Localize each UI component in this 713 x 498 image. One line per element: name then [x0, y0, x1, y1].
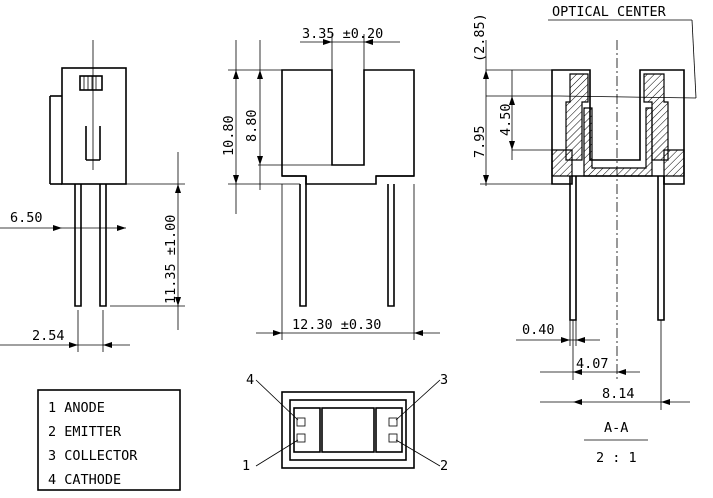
- dim-total-height: 10.80: [221, 115, 237, 156]
- front-view: 3.35 ±0.20 10.80 8.80 12.30 ±0.30: [221, 26, 440, 340]
- pin-1-pad: [296, 433, 306, 443]
- pin-2-pad: [388, 433, 398, 443]
- legend-item-2: 2 EMITTER: [48, 424, 122, 440]
- pin-label-1: 1: [242, 458, 250, 474]
- side-window: [79, 75, 103, 91]
- dim-center: 4.07: [576, 356, 609, 372]
- dim-lead-length: 11.35 ±1.00: [163, 215, 179, 304]
- dim-pitch: 2.54: [32, 328, 65, 344]
- dim-lead: 0.40: [522, 322, 555, 338]
- section-label: A-A: [604, 420, 628, 436]
- legend-box: [37, 389, 181, 491]
- dim-slot-width: 3.35 ±0.20: [302, 26, 383, 42]
- pin-label-2: 2: [440, 458, 448, 474]
- front-body: [281, 69, 415, 185]
- side-view: 6.50 2.54 11.35 ±1.00: [0, 40, 185, 352]
- side-body: [61, 67, 127, 185]
- optical-center-label: OPTICAL CENTER: [552, 4, 667, 20]
- bottom-outline: [281, 391, 415, 469]
- dim-optical-height: 4.50: [498, 103, 514, 136]
- legend-item-4: 4 CATHODE: [48, 472, 121, 488]
- dim-height-total: 7.95: [472, 125, 488, 158]
- dim-body-length: 12.30 ±0.30: [292, 317, 381, 333]
- bottom-view: 4 3 1 2: [242, 372, 448, 474]
- legend-item-1: 1 ANODE: [48, 400, 105, 416]
- dim-optical-ref: (2.85): [472, 13, 488, 62]
- dim-slot-depth: 8.80: [244, 109, 260, 142]
- pin-legend: 1 ANODE 2 EMITTER 3 COLLECTOR 4 CATHODE: [37, 389, 181, 491]
- legend-item-3: 3 COLLECTOR: [48, 448, 138, 464]
- section-view: (2.85) 7.95 4.50 OPTICAL CENTER 0.40 4.0…: [472, 4, 697, 466]
- pin-label-4: 4: [246, 372, 254, 388]
- pin-3-pad: [388, 417, 398, 427]
- pin-4-pad: [296, 417, 306, 427]
- pin-label-3: 3: [440, 372, 448, 388]
- dim-lead-spacing: 8.14: [602, 386, 635, 402]
- section-scale: 2 : 1: [596, 450, 637, 466]
- dim-width: 6.50: [10, 210, 43, 226]
